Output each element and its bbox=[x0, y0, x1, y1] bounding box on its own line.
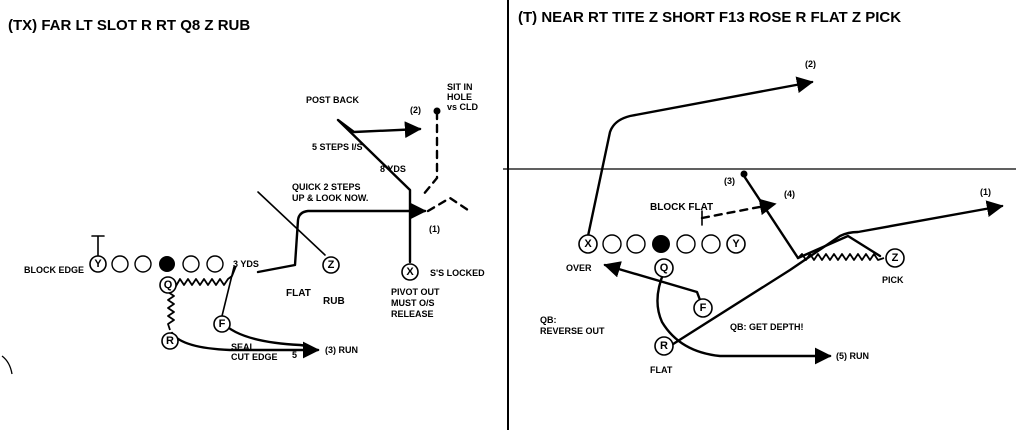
eight-yds-label: 8 YDS bbox=[380, 164, 406, 174]
flat-label: FLAT bbox=[286, 288, 311, 299]
five-steps-label: 5 STEPS I/S bbox=[312, 142, 363, 152]
safeties-locked-label: S'S LOCKED bbox=[430, 268, 485, 278]
left-tackle bbox=[111, 255, 129, 273]
right-route-2-label: (2) bbox=[805, 59, 816, 69]
f-route-1 bbox=[668, 200, 1004, 348]
route-1-label: (1) bbox=[429, 224, 440, 234]
right-tackle bbox=[206, 255, 224, 273]
quick-steps-label-2: UP & LOOK NOW. bbox=[292, 193, 368, 203]
over-label: OVER bbox=[566, 263, 592, 273]
svg-text:R: R bbox=[166, 335, 174, 347]
svg-text:Z: Z bbox=[328, 259, 335, 271]
right-play-right-tackle bbox=[701, 234, 721, 254]
block-flat-label: BLOCK FLAT bbox=[650, 202, 713, 213]
svg-text:Z: Z bbox=[892, 252, 899, 264]
right-play-right-guard bbox=[676, 234, 696, 254]
z-rub-route bbox=[256, 202, 427, 274]
rub-label: RUB bbox=[323, 296, 345, 307]
svg-text:Y: Y bbox=[732, 238, 740, 250]
f-block-flat-dashed bbox=[700, 198, 777, 220]
right-player-q: Q bbox=[654, 258, 674, 278]
right-play-left-tackle bbox=[602, 234, 622, 254]
left-guard bbox=[134, 255, 152, 273]
svg-text:F: F bbox=[219, 318, 226, 330]
player-r: R bbox=[161, 332, 179, 350]
sit-hole-dot bbox=[433, 107, 441, 115]
right-player-z: Z bbox=[885, 248, 905, 268]
qb-depth-label: QB: GET DEPTH! bbox=[730, 322, 804, 332]
pivot-label-1: PIVOT OUT bbox=[391, 287, 440, 297]
left-play-title: (TX) FAR LT SLOT R RT Q8 Z RUB bbox=[8, 17, 250, 34]
route-3-dot bbox=[740, 170, 748, 178]
z-pick-zigzag bbox=[797, 253, 885, 261]
player-y: Y bbox=[89, 255, 107, 273]
right-play-center bbox=[652, 235, 670, 253]
right-player-f: F bbox=[693, 298, 713, 318]
center-lineman bbox=[159, 256, 175, 272]
svg-text:X: X bbox=[406, 266, 414, 278]
seal-label: SEAL bbox=[231, 342, 256, 352]
player-f: F bbox=[213, 315, 231, 333]
post-back-label: POST BACK bbox=[306, 95, 360, 105]
right-flat-label: FLAT bbox=[650, 365, 673, 375]
right-player-r: R bbox=[654, 336, 674, 356]
q-zigzag-path bbox=[167, 265, 237, 287]
right-player-y: Y bbox=[726, 234, 746, 254]
pivot-label-3: RELEASE bbox=[391, 309, 434, 319]
run-5-label: (5) RUN bbox=[836, 351, 869, 361]
y-block-route bbox=[91, 235, 105, 257]
edge-mark bbox=[1, 355, 13, 375]
pivot-label-2: MUST O/S bbox=[391, 298, 435, 308]
f-block-line bbox=[221, 266, 235, 317]
qb-label-2: REVERSE OUT bbox=[540, 326, 605, 336]
svg-text:Q: Q bbox=[660, 262, 669, 274]
z-route-4 bbox=[796, 234, 882, 260]
player-z: Z bbox=[322, 256, 340, 274]
player-q: Q bbox=[159, 276, 177, 294]
sit-label-2: HOLE bbox=[447, 92, 472, 102]
svg-text:F: F bbox=[700, 302, 707, 314]
three-yds-label: 3 YDS bbox=[233, 259, 259, 269]
sit-label-1: SIT IN bbox=[447, 82, 473, 92]
left-play: (TX) FAR LT SLOT R RT Q8 Z RUB Y Q R F Z… bbox=[8, 17, 485, 362]
route-2-label: (2) bbox=[410, 105, 421, 115]
right-player-x: X bbox=[578, 234, 598, 254]
right-route-1-label: (1) bbox=[980, 187, 991, 197]
five-yds-label: 5 bbox=[292, 350, 297, 360]
z-route-3 bbox=[742, 174, 800, 260]
x-sit-dashed-route bbox=[421, 110, 439, 197]
svg-text:Y: Y bbox=[94, 258, 102, 270]
right-route-3-label: (3) bbox=[724, 176, 735, 186]
quick-steps-label-1: QUICK 2 STEPS bbox=[292, 182, 361, 192]
x-post-route bbox=[336, 118, 422, 264]
svg-text:Q: Q bbox=[164, 279, 173, 291]
block-edge-label: BLOCK EDGE bbox=[24, 265, 84, 275]
svg-text:X: X bbox=[584, 238, 592, 250]
player-x: X bbox=[401, 263, 419, 281]
right-guard bbox=[182, 255, 200, 273]
r-run-route-5 bbox=[656, 270, 832, 365]
sit-label-3: vs CLD bbox=[447, 102, 479, 112]
svg-text:R: R bbox=[660, 340, 668, 352]
x-option-dashed-route bbox=[426, 196, 470, 213]
right-play-title: (T) NEAR RT TITE Z SHORT F13 ROSE R FLAT… bbox=[518, 9, 901, 26]
cut-edge-label: CUT EDGE bbox=[231, 352, 278, 362]
qb-label-1: QB: bbox=[540, 315, 557, 325]
f-motion-route bbox=[603, 261, 702, 302]
right-route-4-label: (4) bbox=[784, 189, 795, 199]
pick-label: PICK bbox=[882, 275, 904, 285]
x-route-2 bbox=[586, 76, 814, 238]
right-play: (T) NEAR RT TITE Z SHORT F13 ROSE R FLAT… bbox=[518, 9, 1004, 375]
z-release-line bbox=[257, 191, 326, 256]
right-play-left-guard bbox=[626, 234, 646, 254]
r-seal-zigzag bbox=[167, 291, 175, 331]
run-3-label: (3) RUN bbox=[325, 345, 358, 355]
